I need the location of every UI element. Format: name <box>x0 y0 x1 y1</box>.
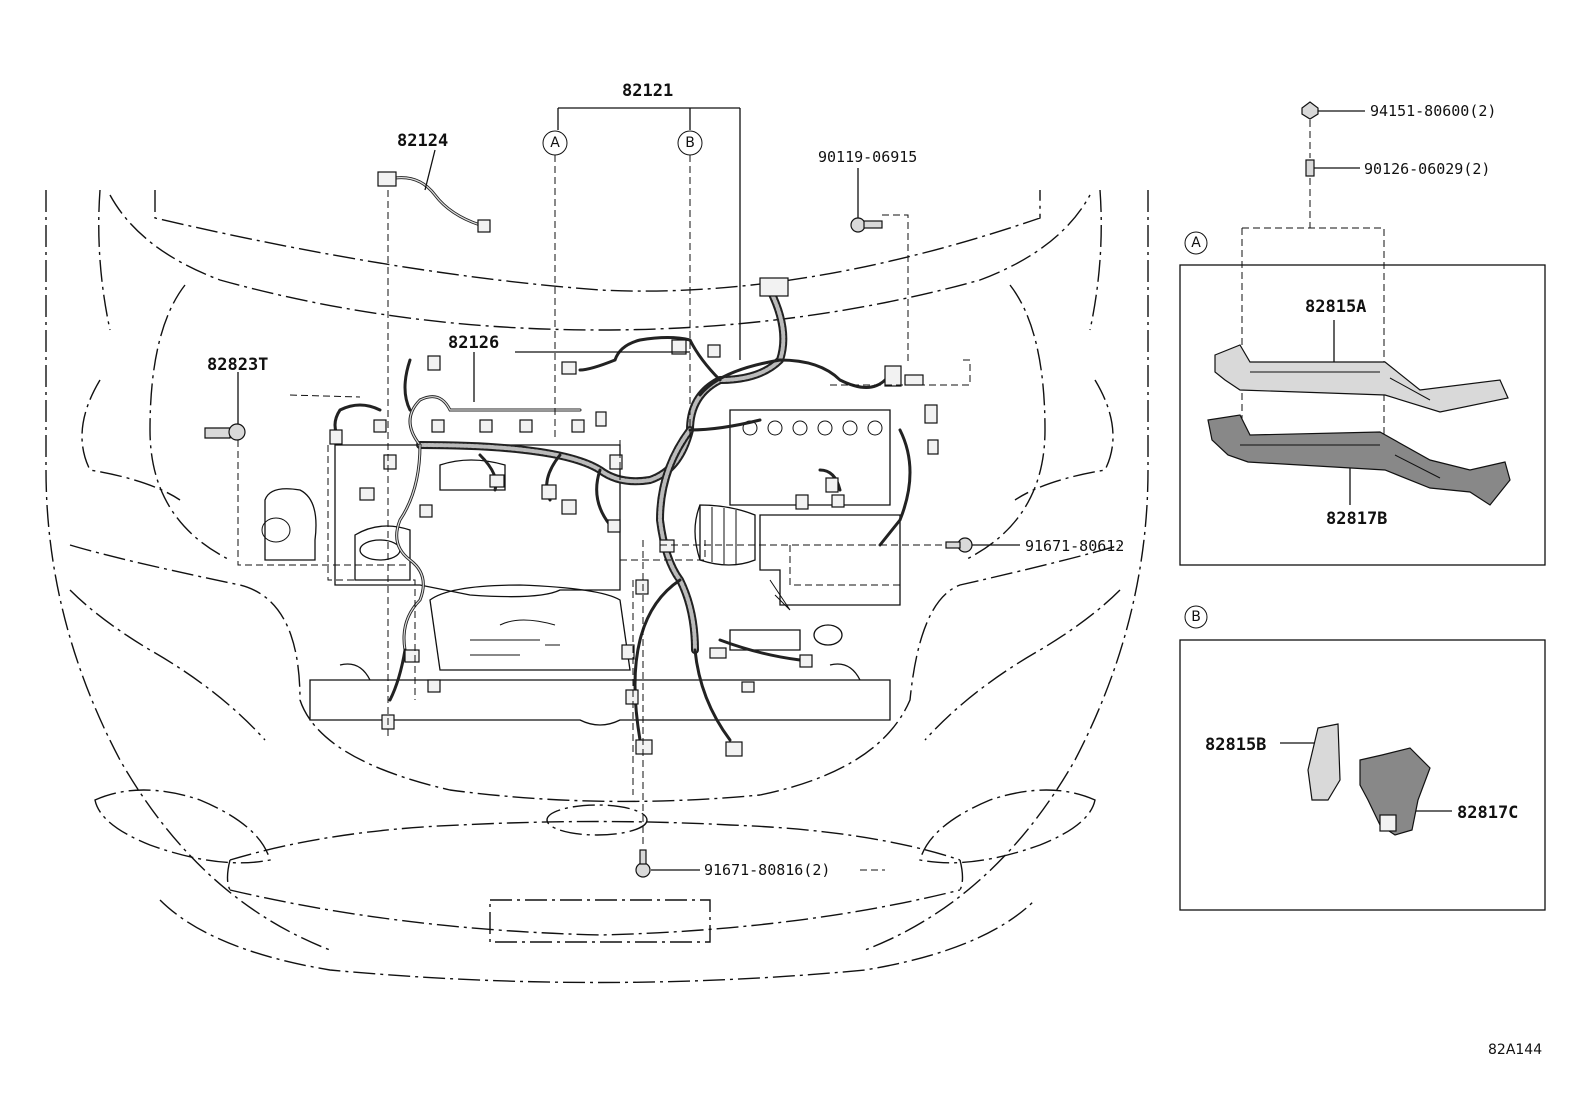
detail-a-marker <box>1184 231 1208 255</box>
detail-a-letter: A <box>1191 235 1201 251</box>
svg-text:A: A <box>550 135 560 151</box>
detail-b-marker <box>1184 605 1208 629</box>
label-91671-80816: 91671-80816(2) <box>704 861 830 879</box>
diagram-code: 82A144 <box>1488 1042 1542 1058</box>
harness-connectors <box>329 277 939 757</box>
stud-90126-06029 <box>1305 159 1315 177</box>
detail-box-a: A <box>1179 231 1546 566</box>
callout-b: B <box>677 130 703 156</box>
clip-82823T <box>204 423 246 441</box>
bolt-90119-06915 <box>850 217 883 233</box>
detail-box-b: B <box>1179 605 1546 911</box>
label-91671-80612: 91671-80612 <box>1025 537 1124 555</box>
label-82817B: 82817B <box>1326 509 1387 529</box>
label-82817C: 82817C <box>1457 803 1518 823</box>
label-90126-06029: 90126-06029(2) <box>1364 160 1490 178</box>
nut-94151-80600 <box>1301 101 1319 120</box>
label-82815B: 82815B <box>1205 735 1266 755</box>
leader-lines <box>237 107 1452 871</box>
label-90119-06915: 90119-06915 <box>818 148 917 166</box>
vehicle-body-outline <box>45 189 1149 984</box>
label-82121: 82121 <box>622 81 673 101</box>
bolt-91671-80816 <box>635 849 651 878</box>
sub-harness-82124 <box>377 171 491 233</box>
detail-b-letter: B <box>1191 609 1201 625</box>
battery-terminals <box>742 420 883 436</box>
callout-a: A <box>542 130 568 156</box>
label-82815A: 82815A <box>1305 297 1366 317</box>
part-labels: 82121 82124 82126 82823T 90119-06915 916… <box>207 81 1542 1058</box>
bolt-91671-80612 <box>945 537 973 553</box>
label-94151-80600: 94151-80600(2) <box>1370 102 1496 120</box>
label-82823T: 82823T <box>207 355 268 375</box>
engine-wire-harness <box>329 277 939 757</box>
svg-text:B: B <box>685 135 695 151</box>
label-82124: 82124 <box>397 131 448 151</box>
label-82126: 82126 <box>448 333 499 353</box>
